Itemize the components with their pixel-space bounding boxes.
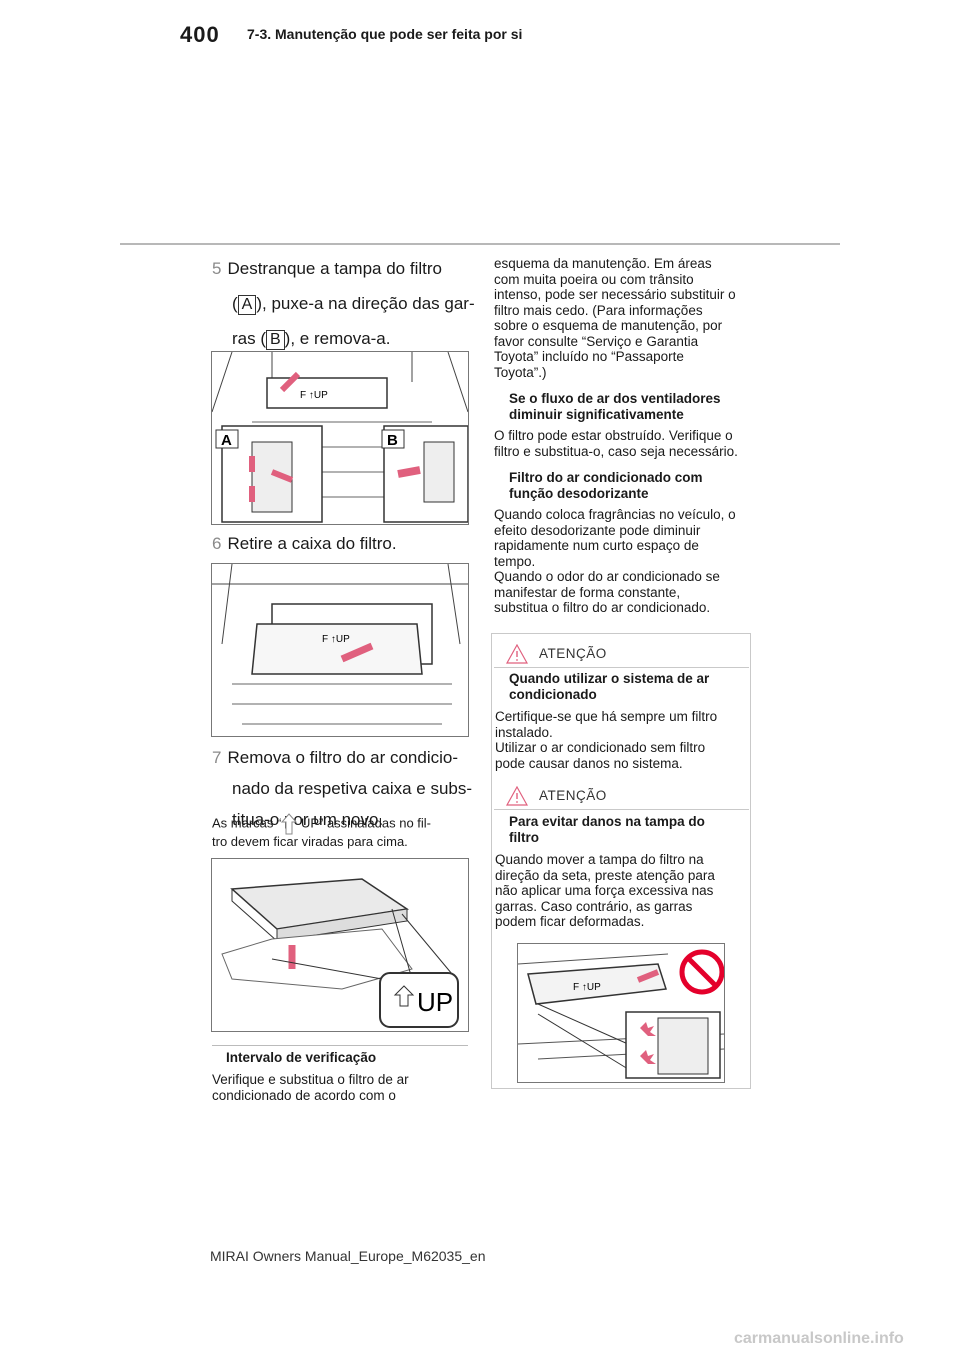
warning-title: Para evitar danos na tampa do filtro — [509, 814, 705, 845]
airflow-text: O filtro pode estar obstruído. Verifique… — [494, 428, 738, 459]
letter-b-box: B — [266, 330, 285, 350]
maintenance-paragraph: esquema da manutenção. Em áreas com muit… — [494, 256, 736, 380]
up-arrow-icon — [281, 813, 298, 835]
warning-heading: ATENÇÃO — [539, 646, 607, 661]
deodorizing-text: Quando coloca fragrâncias no veículo, o … — [494, 507, 736, 615]
warning-heading: ATENÇÃO — [539, 788, 607, 803]
step-number: 6 — [212, 534, 222, 553]
interval-heading: Intervalo de verificação — [226, 1050, 377, 1065]
figure-new-filter: UP — [211, 858, 469, 1032]
cover-label: F ↑UP — [573, 982, 601, 993]
airflow-heading: Se o fluxo de ar dos ventiladores diminu… — [509, 391, 721, 422]
letter-a-box: A — [237, 295, 257, 315]
figure-claw-damage: F ↑UP — [517, 943, 725, 1083]
warning-icon — [505, 643, 529, 669]
interval-text: Verifique e substitua o filtro de ar con… — [212, 1072, 409, 1103]
arrow-icon — [279, 371, 301, 393]
page-number: 400 — [180, 22, 220, 47]
section-rule — [212, 1045, 468, 1046]
warning-title: Quando utilizar o sistema de ar condicio… — [509, 671, 710, 702]
label-b: B — [387, 432, 398, 449]
step-number: 5 — [212, 259, 222, 278]
label-a: A — [221, 432, 232, 449]
watermark: carmanualsonline.info — [734, 1330, 904, 1347]
figure-remove-case: F ↑UP — [211, 563, 469, 737]
step-number: 7 — [212, 748, 222, 767]
footer-text: MIRAI Owners Manual_Europe_M62035_en — [210, 1248, 486, 1264]
step-text: Destranque a tampa do filtro — [227, 259, 442, 278]
up-label: UP — [417, 987, 453, 1017]
warning-text: Certifique-se que há sempre um filtro in… — [495, 709, 718, 771]
figure-unlock-cover: F ↑UP A B — [211, 351, 469, 525]
warning-rule — [494, 667, 749, 668]
case-label: F ↑UP — [322, 634, 350, 645]
warning-box — [491, 633, 751, 1089]
warning-text: Quando mover a tampa do filtro na direçã… — [495, 852, 715, 929]
cover-label: F ↑UP — [300, 390, 328, 401]
step-6: 6 Retire a caixa do filtro. — [212, 528, 482, 559]
step-text: Retire a caixa do filtro. — [227, 534, 397, 553]
orientation-note: As marcas “ UP” assinaladas no fil- tro … — [212, 813, 472, 849]
header-rule — [120, 243, 840, 245]
warning-icon — [505, 785, 529, 811]
warning-rule — [494, 809, 749, 810]
section-title: 7-3. Manutenção que pode ser feita por s… — [247, 26, 523, 42]
deodorizing-heading: Filtro do ar condicionado com função des… — [509, 470, 703, 501]
